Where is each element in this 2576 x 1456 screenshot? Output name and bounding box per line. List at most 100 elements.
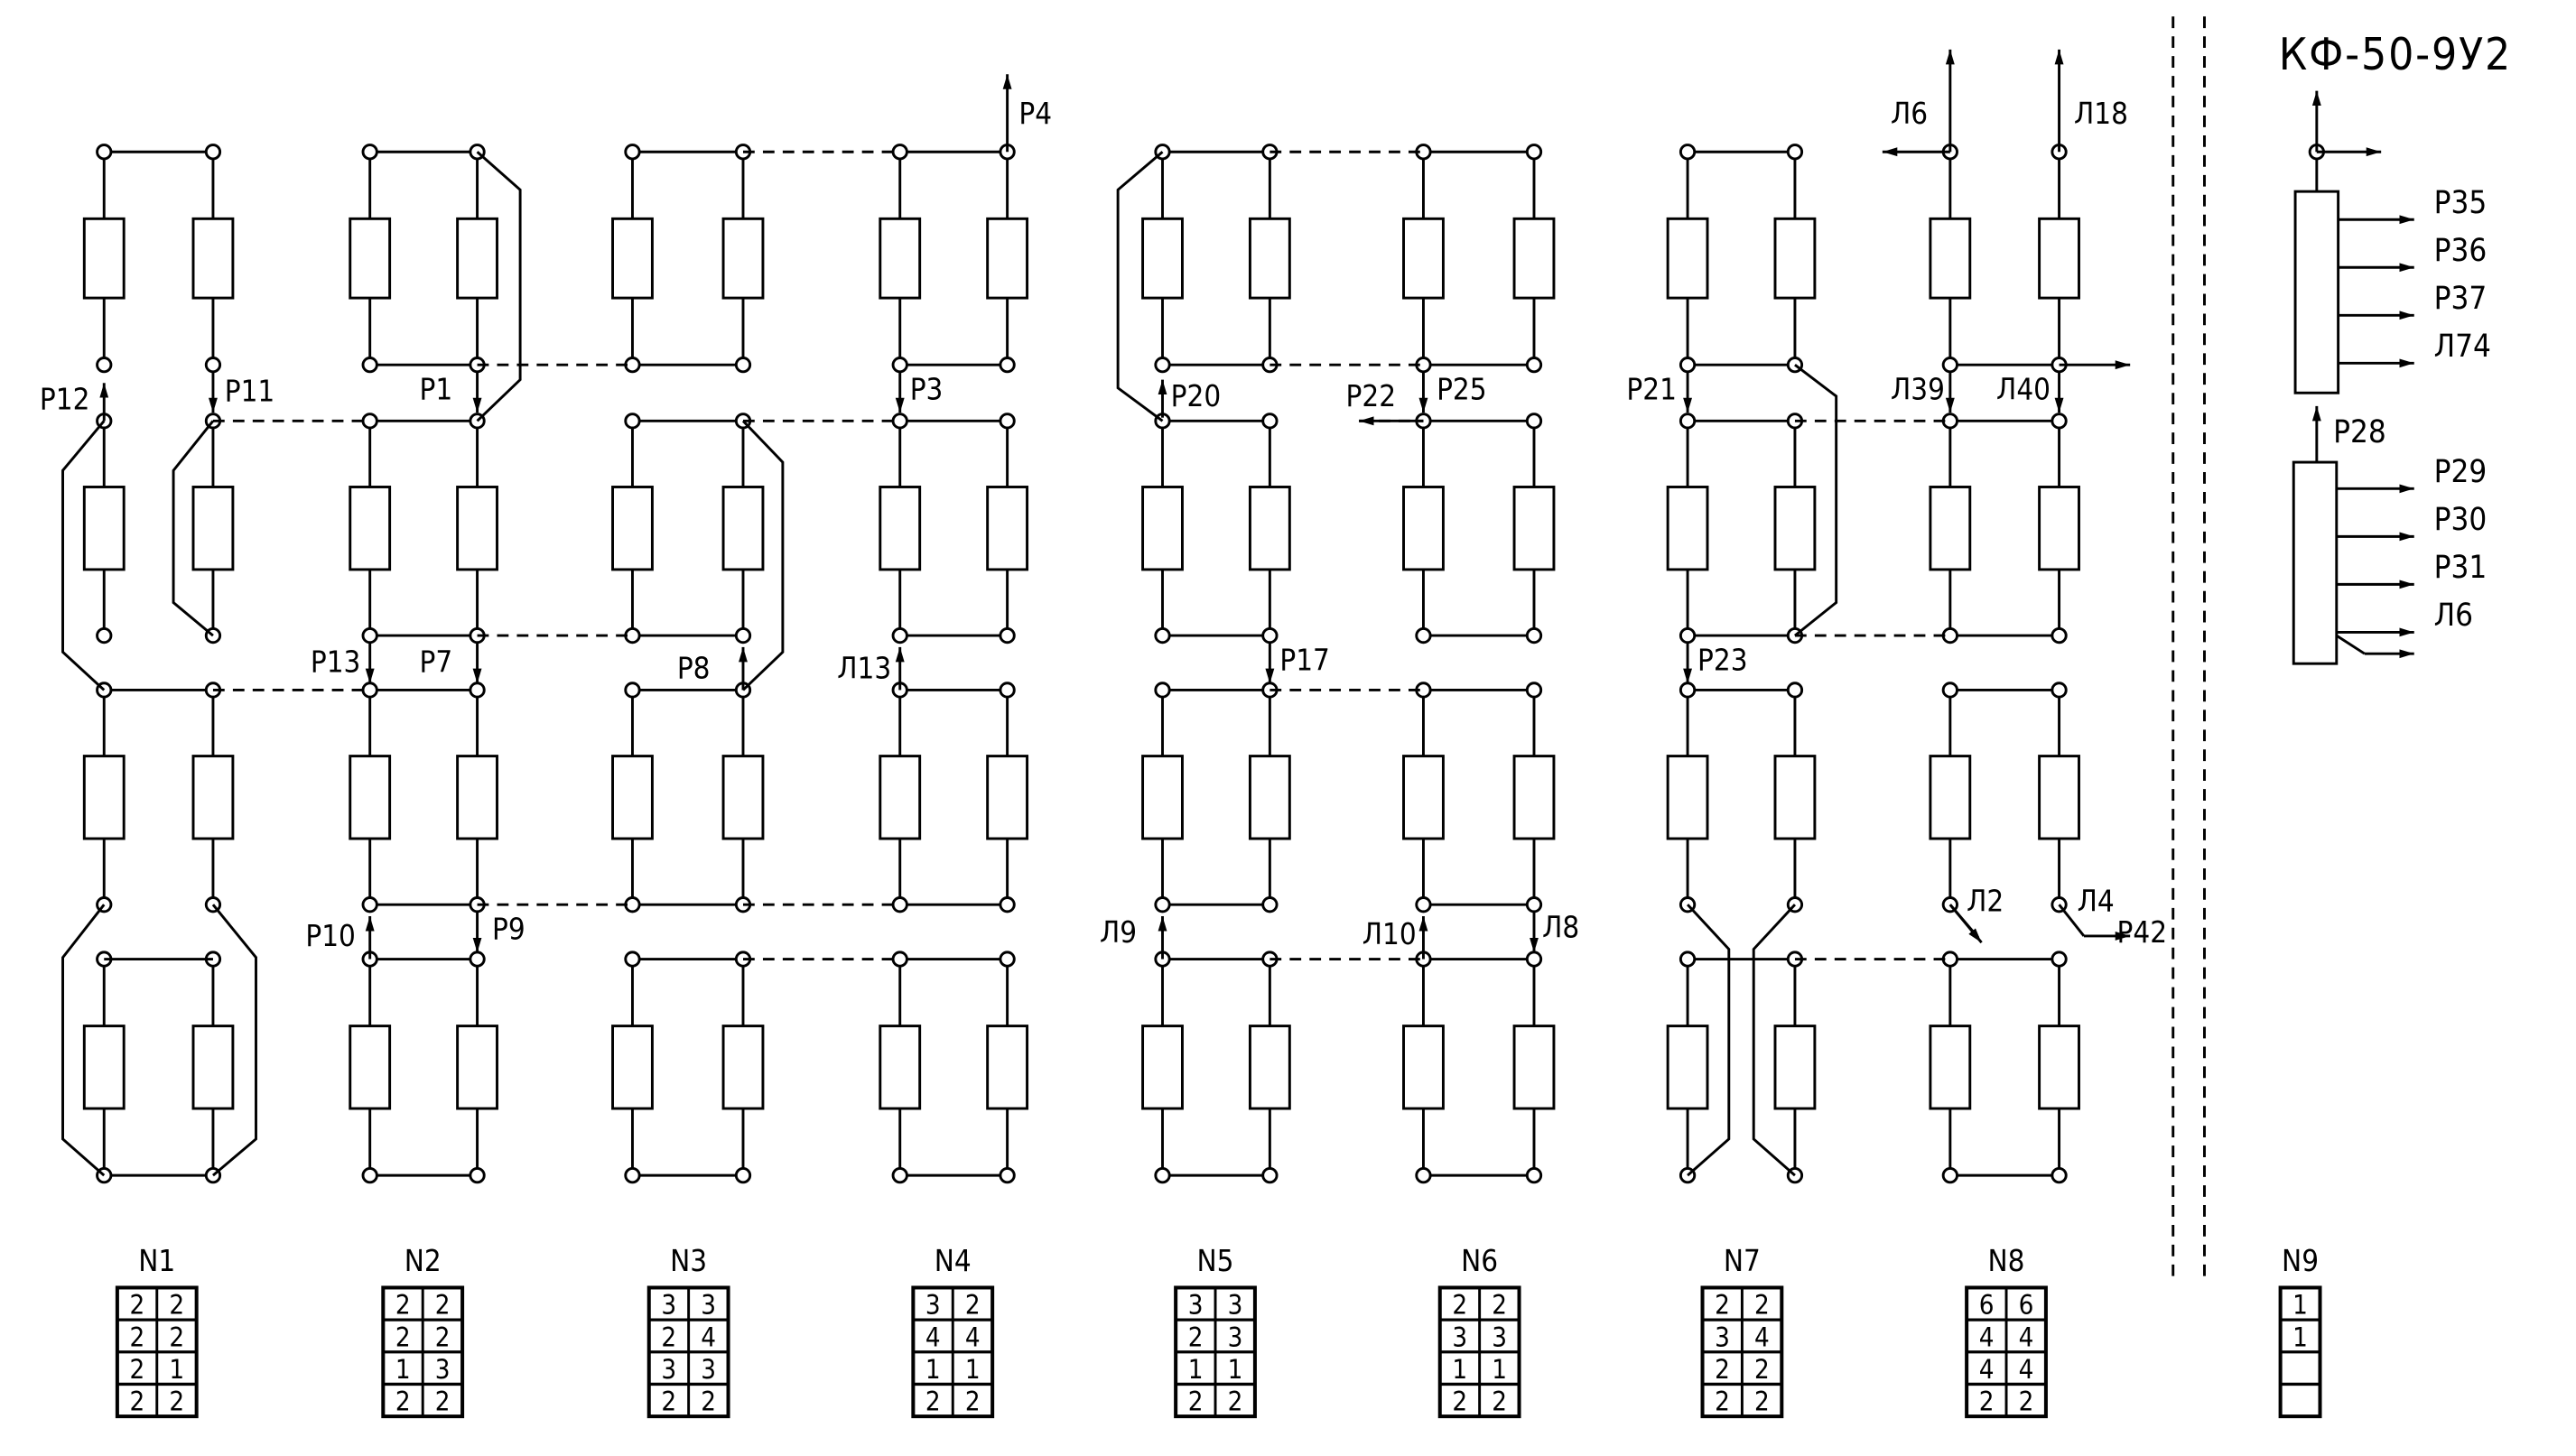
terminal-node	[1415, 626, 1432, 645]
resistor	[1666, 755, 1709, 840]
table-cell: 3	[1228, 1290, 1243, 1321]
table-cell: 2	[129, 1322, 144, 1352]
resistor	[349, 217, 392, 300]
resistor	[349, 1025, 392, 1110]
terminal-node	[1679, 951, 1697, 968]
terminal-node	[624, 896, 641, 913]
terminal-node	[2051, 1166, 2068, 1184]
table-cell: 2	[965, 1386, 981, 1417]
terminal-node	[1941, 951, 1958, 968]
label-p17: P17	[1279, 642, 1330, 677]
label-l4: Л4	[2078, 883, 2115, 918]
terminal-node	[1786, 682, 1804, 699]
label-p25: P25	[1437, 372, 1487, 407]
resistor	[1141, 755, 1184, 840]
resistor	[82, 486, 126, 571]
table-cell: 3	[701, 1354, 716, 1385]
terminal-node	[1154, 896, 1171, 913]
resistor	[191, 1025, 235, 1110]
table-cell: 1	[395, 1354, 411, 1385]
table-cell: 4	[1754, 1322, 1770, 1352]
table-cell: 1	[1492, 1354, 1507, 1385]
resistor	[1248, 217, 1291, 300]
output-label: P37	[2434, 281, 2488, 317]
resistor	[2038, 755, 2080, 840]
table-cell: 2	[2019, 1386, 2034, 1417]
output-label: P36	[2434, 233, 2488, 269]
resistor	[1666, 486, 1709, 571]
terminal-node	[469, 951, 486, 968]
resistor	[879, 1025, 922, 1110]
terminal-node	[734, 357, 752, 374]
label-l40: Л40	[1996, 372, 2051, 407]
table-title: N6	[1461, 1243, 1498, 1278]
terminal-node	[96, 357, 113, 374]
terminal-node	[1525, 951, 1543, 968]
output-label: Л74	[2434, 329, 2491, 365]
table-cell: 4	[2019, 1354, 2034, 1385]
terminal-node	[999, 626, 1016, 645]
resistor	[1666, 1025, 1709, 1110]
terminal-node	[891, 951, 908, 968]
terminal-node	[1679, 144, 1697, 161]
label-l6_top: Л6	[1891, 96, 1928, 131]
terminal-node	[999, 682, 1016, 699]
terminal-node	[1679, 626, 1697, 645]
label-p22: P22	[1346, 378, 1397, 413]
table-cell: 2	[129, 1290, 144, 1321]
resistor	[1773, 486, 1817, 571]
label-p20: P20	[1171, 378, 1222, 413]
table-cell: 4	[2019, 1322, 2034, 1352]
label-p13: P13	[311, 644, 361, 679]
label-l10: Л10	[1362, 916, 1417, 951]
label-l18: Л18	[2074, 96, 2128, 131]
resistor	[349, 486, 392, 571]
resistor	[1773, 217, 1817, 300]
terminal-node	[1261, 1166, 1279, 1184]
resistor	[879, 217, 922, 300]
resistor	[611, 486, 654, 571]
table-cell: 2	[661, 1322, 676, 1352]
resistor	[721, 755, 765, 840]
terminal-node	[1415, 1166, 1432, 1184]
terminal-node	[2051, 626, 2068, 645]
wire	[1752, 904, 1797, 1177]
resistor	[456, 486, 498, 571]
terminal-node	[1525, 1166, 1543, 1184]
table-cell: 4	[1979, 1322, 1995, 1352]
terminal-node	[2051, 413, 2068, 430]
label-p1: P1	[420, 372, 453, 407]
resistor	[82, 755, 126, 840]
resistor	[191, 486, 235, 571]
resistor	[1402, 217, 1445, 300]
table-cell: 2	[1715, 1290, 1730, 1321]
terminal-node	[999, 896, 1016, 913]
terminal-node	[734, 1166, 752, 1184]
table-cell: 2	[1715, 1354, 1730, 1385]
label-p9: P9	[492, 912, 525, 947]
terminal-node	[891, 144, 908, 161]
table-cell: 2	[435, 1322, 451, 1352]
table-cell: 3	[1228, 1322, 1243, 1352]
table-cell: 1	[965, 1354, 981, 1385]
terminal-node	[891, 1166, 908, 1184]
resistor	[986, 1025, 1029, 1110]
table-cell: 1	[169, 1354, 184, 1385]
wire	[172, 420, 215, 637]
label-l39: Л39	[1891, 372, 1945, 407]
resistor	[1929, 755, 1972, 840]
table-cell: 1	[1188, 1354, 1204, 1385]
terminal-node	[1941, 626, 1958, 645]
resistor	[1929, 1025, 1972, 1110]
table-title: N3	[670, 1243, 707, 1278]
label-p11: P11	[225, 373, 275, 408]
terminal-node	[999, 1166, 1016, 1184]
table-cell: 4	[701, 1322, 716, 1352]
terminal-node	[999, 951, 1016, 968]
resistor	[1773, 755, 1817, 840]
